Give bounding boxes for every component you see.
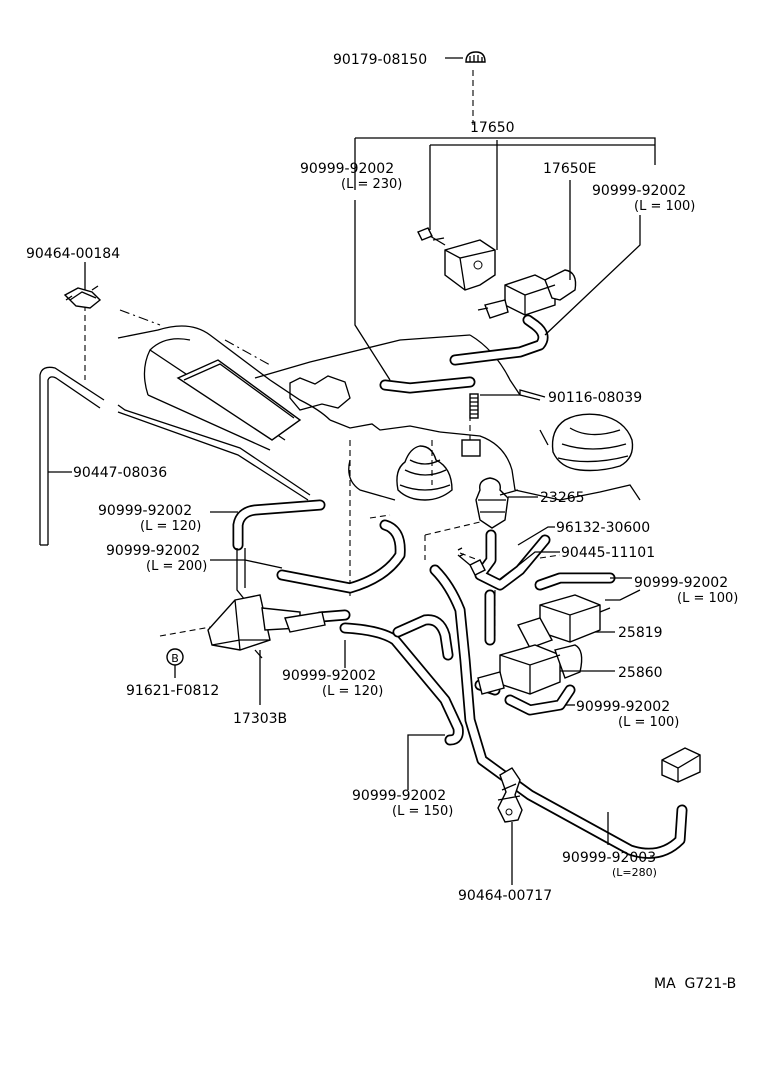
- label-96132-30600: 96132-30600: [556, 520, 650, 536]
- label-90447-08036: 90447-08036: [73, 465, 167, 481]
- label-hose-l100c: 90999-92002: [576, 699, 670, 715]
- label-90179-08150: 90179-08150: [333, 52, 427, 68]
- label-hose-l100a: 90999-92002: [592, 183, 686, 199]
- label-17650e: 17650E: [543, 161, 596, 177]
- label-25819: 25819: [618, 625, 663, 641]
- length-l200: (L = 200): [146, 559, 207, 574]
- label-hose-l200: 90999-92002: [106, 543, 200, 559]
- length-l280: (L=280): [612, 866, 657, 879]
- label-hose-l230: 90999-92002: [300, 161, 394, 177]
- sensor-block: [461, 439, 481, 457]
- stud-90116: [469, 393, 479, 419]
- label-90116-08039: 90116-08039: [548, 390, 642, 406]
- clamp-90464-00717: [497, 767, 523, 823]
- label-90464-00184: 90464-00184: [26, 246, 120, 262]
- vsv-25819: [516, 594, 611, 649]
- vsv-25860: [477, 644, 583, 695]
- connector-block: [661, 747, 701, 783]
- label-hose-l120b: 90999-92002: [282, 668, 376, 684]
- label-90464-00717: 90464-00717: [458, 888, 552, 904]
- valve-23265: [475, 477, 519, 529]
- label-23265: 23265: [540, 490, 585, 506]
- vsv-17650e: [477, 269, 577, 319]
- label-hose-l100b: 90999-92002: [634, 575, 728, 591]
- label-17650: 17650: [470, 120, 515, 136]
- ref-b-marker: B: [166, 648, 184, 678]
- ref-b-letter: B: [171, 652, 179, 665]
- length-l100a: (L = 100): [634, 199, 695, 214]
- vsv-bracket-17650: [444, 239, 496, 291]
- length-l100b: (L = 100): [677, 591, 738, 606]
- label-17303b: 17303B: [233, 711, 287, 727]
- clip-90179: [465, 51, 486, 63]
- label-90999-92003: 90999-92003: [562, 850, 656, 866]
- bolt-icon: [417, 227, 446, 246]
- label-90445-11101: 90445-11101: [561, 545, 655, 561]
- bracket-17303b: [207, 594, 326, 659]
- length-l120a: (L = 120): [140, 519, 201, 534]
- length-l120b: (L = 120): [322, 684, 383, 699]
- label-hose-l120a: 90999-92002: [98, 503, 192, 519]
- intake-manifold-outline: [117, 325, 641, 501]
- leader-lines: [48, 57, 656, 885]
- part-labels: 90179-08150 17650 17650E 90999-92002 (L …: [26, 52, 738, 992]
- fitting-90445: [457, 547, 486, 576]
- length-l150: (L = 150): [392, 804, 453, 819]
- clamp-90464-00184: [63, 285, 102, 309]
- label-91621-f0812: 91621-F0812: [126, 683, 219, 699]
- length-l100c: (L = 100): [618, 715, 679, 730]
- label-hose-l150: 90999-92002: [352, 788, 446, 804]
- diagram-code: MA G721-B: [654, 976, 736, 992]
- label-25860: 25860: [618, 665, 663, 681]
- length-l230: (L = 230): [341, 177, 402, 192]
